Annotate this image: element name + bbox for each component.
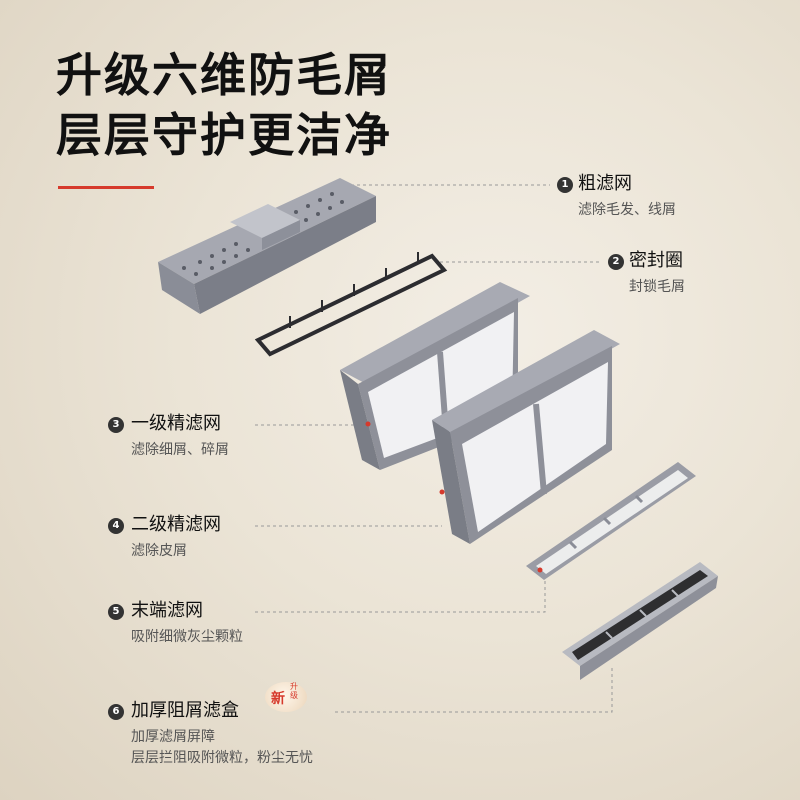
callout-number-3: 3 [108,417,124,433]
callout-desc-end-filter: 吸附细微灰尘颗粒 [131,629,243,645]
callout-title-thick-filter-box: 加厚阻屑滤盒 [131,700,239,721]
badge-new-text: 新 [271,691,285,707]
headline-line-2: 层层守护更洁净 [56,108,392,162]
end-filter-illustration [526,462,696,580]
thick-filter-box-illustration [562,562,718,680]
seal-ring-illustration [254,252,448,357]
badge-upgrade-text: 升级 [290,682,298,700]
callout-number-2: 2 [608,254,624,270]
callout-desc-coarse-filter: 滤除毛发、线屑 [578,202,676,218]
callout-desc-seal-ring: 封锁毛屑 [629,279,685,295]
callout-desc2-thick-filter-box: 层层拦阻吸附微粒，粉尘无忧 [131,750,313,766]
callout-number-1: 1 [557,177,573,193]
leader-lines [255,184,613,713]
headline-line-1: 升级六维防毛屑 [56,48,392,102]
callout-title-primary-fine-filter: 一级精滤网 [131,413,221,434]
callout-title-end-filter: 末端滤网 [131,600,203,621]
callout-desc-secondary-fine-filter: 滤除皮屑 [131,543,187,559]
callout-title-coarse-filter: 粗滤网 [578,173,632,194]
secondary-fine-filter-illustration [432,330,620,544]
callout-desc-thick-filter-box: 加厚滤屑屏障 [131,729,215,745]
callout-number-6: 6 [108,704,124,720]
callout-number-5: 5 [108,604,124,620]
callout-number-4: 4 [108,518,124,534]
coarse-filter-illustration [158,178,376,314]
accent-underline [58,186,154,189]
leader-line-6 [335,668,613,713]
callout-desc-primary-fine-filter: 滤除细屑、碎屑 [131,442,229,458]
leader-line-5 [255,572,546,613]
new-upgrade-badge: 新 升级 [265,682,307,712]
callout-title-seal-ring: 密封圈 [629,250,683,271]
callout-title-secondary-fine-filter: 二级精滤网 [131,514,221,535]
